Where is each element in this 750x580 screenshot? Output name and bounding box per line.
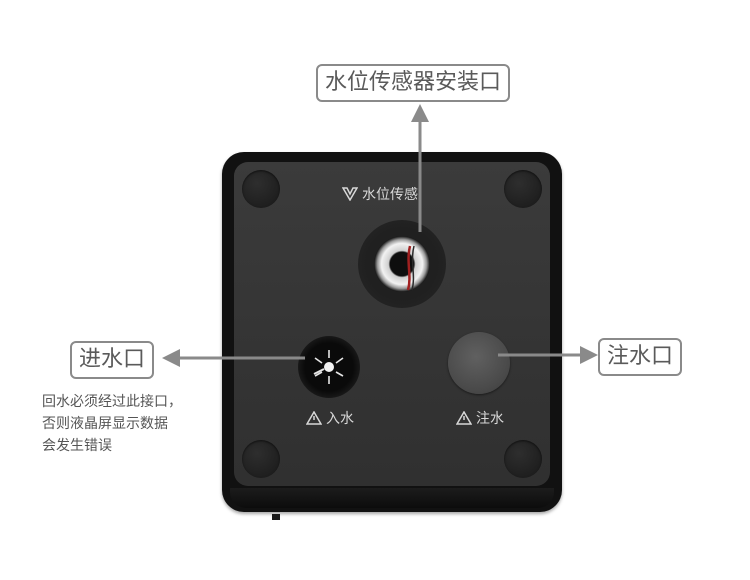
warning-triangle-icon	[456, 411, 472, 425]
rubber-foot-top-right	[504, 170, 542, 208]
rubber-foot-top-left	[242, 170, 280, 208]
pump-device: 水位传感 入	[222, 152, 562, 520]
sensor-fitting	[374, 236, 430, 292]
note-line: 会发生错误	[42, 438, 112, 454]
device-base	[230, 488, 554, 508]
fill-label-text: 注水	[476, 411, 504, 427]
fill-callout: 注水口	[598, 338, 683, 376]
note-line: 回水必须经过此接口，	[42, 394, 182, 410]
note-line: 否则液晶屏显示数据	[42, 416, 168, 432]
v-logo-icon	[342, 187, 358, 201]
rubber-foot-bottom-left	[242, 440, 280, 478]
fill-port-cap	[448, 332, 510, 394]
sensor-port-callout: 水位传感器安装口	[316, 64, 511, 102]
warning-triangle-icon	[306, 411, 322, 425]
fill-arrow-head	[580, 346, 598, 364]
water-inlet-port	[298, 336, 360, 398]
inlet-impeller-icon	[313, 350, 344, 384]
sensor-cable-black	[411, 245, 415, 291]
device-face-panel: 水位传感 入	[234, 162, 550, 486]
rubber-foot-bottom-right	[504, 440, 542, 478]
inlet-label-text: 入水	[326, 411, 354, 427]
sensor-port-label-text: 水位传感	[362, 187, 418, 203]
inlet-arrow-head	[162, 349, 180, 367]
device-cable-tab	[272, 514, 280, 520]
inlet-label: 入水	[306, 408, 354, 428]
sensor-port-label: 水位传感	[342, 184, 418, 204]
water-level-sensor-port	[358, 220, 446, 308]
inlet-warning-note: 回水必须经过此接口， 否则液晶屏显示数据 会发生错误	[42, 391, 182, 457]
fill-label: 注水	[456, 408, 504, 428]
sensor-cable-red	[406, 245, 412, 291]
inlet-callout: 进水口	[70, 341, 155, 379]
sensor-arrow-head	[411, 104, 429, 122]
